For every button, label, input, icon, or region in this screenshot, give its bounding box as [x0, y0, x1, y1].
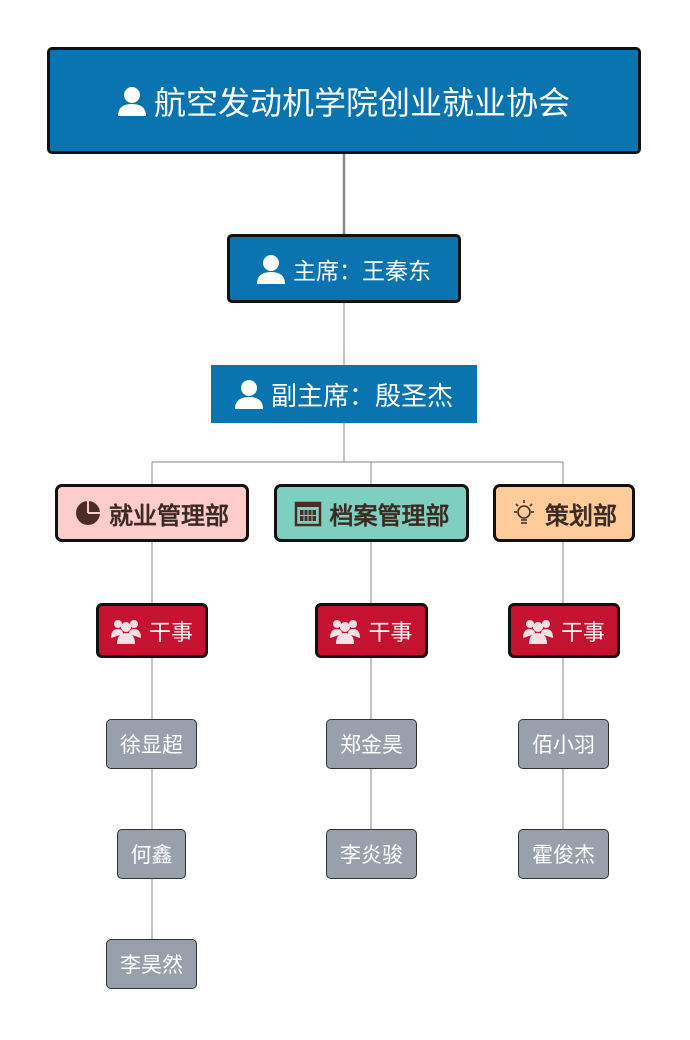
chair-node[interactable]: 主席：王秦东 — [227, 234, 461, 303]
department-label: 档案管理部 — [329, 501, 450, 530]
users-icon — [522, 619, 553, 644]
department-label: 策划部 — [545, 501, 617, 530]
user-icon — [117, 86, 146, 116]
department-archives[interactable]: 档案管理部 — [274, 484, 469, 542]
user-icon — [234, 380, 263, 409]
lightbulb-icon — [514, 500, 534, 524]
member-node[interactable]: 郑金昊 — [326, 719, 417, 769]
user-icon — [257, 254, 285, 284]
pie-chart-icon — [76, 501, 100, 525]
staff-node[interactable]: 干事 — [315, 603, 428, 658]
staff-label: 干事 — [560, 620, 605, 646]
member-node[interactable]: 李昊然 — [106, 939, 197, 989]
member-node[interactable]: 徐显超 — [106, 719, 197, 769]
department-label: 就业管理部 — [109, 501, 229, 530]
staff-node[interactable]: 干事 — [508, 603, 620, 658]
department-planning[interactable]: 策划部 — [493, 484, 635, 542]
staff-node[interactable]: 干事 — [96, 603, 208, 658]
vice-chair-label: 副主席：殷圣杰 — [270, 381, 453, 412]
calendar-icon — [294, 501, 321, 527]
staff-label: 干事 — [148, 620, 193, 646]
users-icon — [330, 619, 361, 644]
users-icon — [110, 619, 141, 644]
root-node[interactable]: 航空发动机学院创业就业协会 — [47, 47, 641, 154]
vice-chair-node[interactable]: 副主席：殷圣杰 — [211, 365, 477, 423]
root-label: 航空发动机学院创业就业协会 — [153, 83, 570, 122]
chair-label: 主席：王秦东 — [293, 258, 431, 285]
member-node[interactable]: 何鑫 — [117, 829, 186, 879]
member-node[interactable]: 佰小羽 — [518, 719, 609, 769]
member-node[interactable]: 李炎骏 — [326, 829, 417, 879]
staff-label: 干事 — [368, 620, 413, 646]
department-employment[interactable]: 就业管理部 — [55, 484, 249, 542]
member-node[interactable]: 霍俊杰 — [518, 829, 609, 879]
